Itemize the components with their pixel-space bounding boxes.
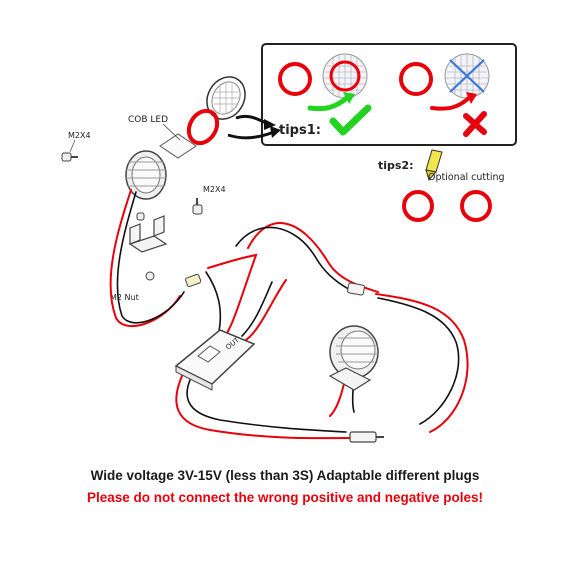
m2x4-mid-label: M2X4 <box>203 185 226 194</box>
screw-m2x4-mid <box>192 198 203 215</box>
check-icon <box>329 104 372 136</box>
m2x4-left-label: M2X4 <box>68 131 91 140</box>
nut <box>145 271 155 281</box>
lamp-housing-right <box>328 325 379 391</box>
bad-led-board <box>444 53 490 99</box>
cob-led-chip <box>159 133 197 159</box>
lens-disc <box>206 76 246 120</box>
voltage-caption: Wide voltage 3V-15V (less than 3S) Adapt… <box>90 468 480 483</box>
bad-ring-example <box>399 62 433 96</box>
warning-caption: Please do not connect the wrong positive… <box>86 490 484 505</box>
good-led-board <box>322 53 368 99</box>
ring-option-1 <box>402 190 434 222</box>
cob-led-label: COB LED <box>128 115 168 125</box>
controller-module: OUT <box>174 329 256 391</box>
tips1-panel: tips1: <box>261 43 517 146</box>
tips1-label: tips1: <box>279 123 321 138</box>
cob-ring <box>186 108 220 146</box>
screw-m2x4-left <box>61 152 78 162</box>
mount-bracket <box>128 215 168 253</box>
good-ring-example <box>278 62 312 96</box>
optional-cutting-label: Optional cutting <box>428 172 505 183</box>
cutting-marker <box>425 149 443 182</box>
wire-connector-right <box>347 282 365 296</box>
cross-icon <box>463 111 487 137</box>
wires <box>109 189 469 440</box>
small-screw <box>136 212 145 221</box>
wire-connector-left <box>185 273 202 288</box>
tips2-label: tips2: <box>378 159 414 172</box>
power-plug <box>349 431 384 443</box>
m2-nut-label: M2 Nut <box>110 293 139 302</box>
lamp-housing-left <box>125 150 167 200</box>
ring-option-2 <box>460 190 492 222</box>
